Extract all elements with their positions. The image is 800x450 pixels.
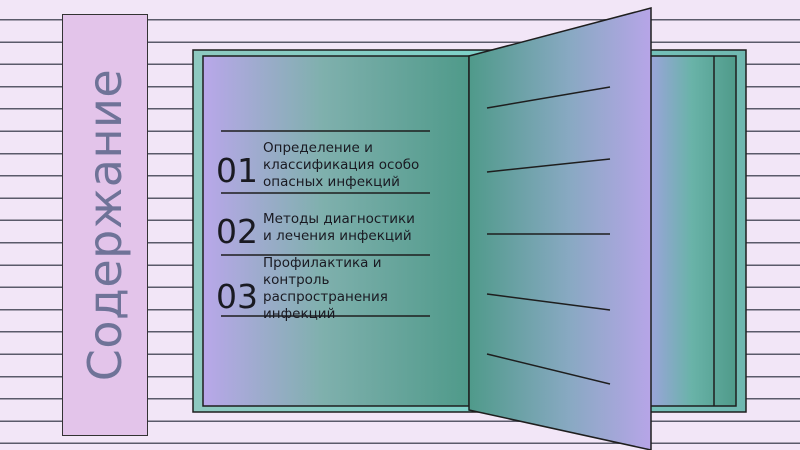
page-lines: [486, 86, 611, 385]
book-right-page: [647, 55, 737, 407]
toc-text: Профилактика и контроль распространения …: [263, 255, 388, 322]
toc-text: Определение и классификация особо опасны…: [263, 140, 420, 190]
toc-separators: [221, 130, 430, 317]
book-left-page: [202, 55, 470, 407]
toc-number: 01: [216, 151, 258, 190]
toc-number: 02: [216, 212, 258, 251]
toc-text: Методы диагностики и лечения инфекций: [263, 211, 415, 244]
book-turning-page: [468, 7, 652, 450]
title-band: Содержание: [62, 14, 148, 436]
toc-number: 03: [216, 277, 258, 316]
